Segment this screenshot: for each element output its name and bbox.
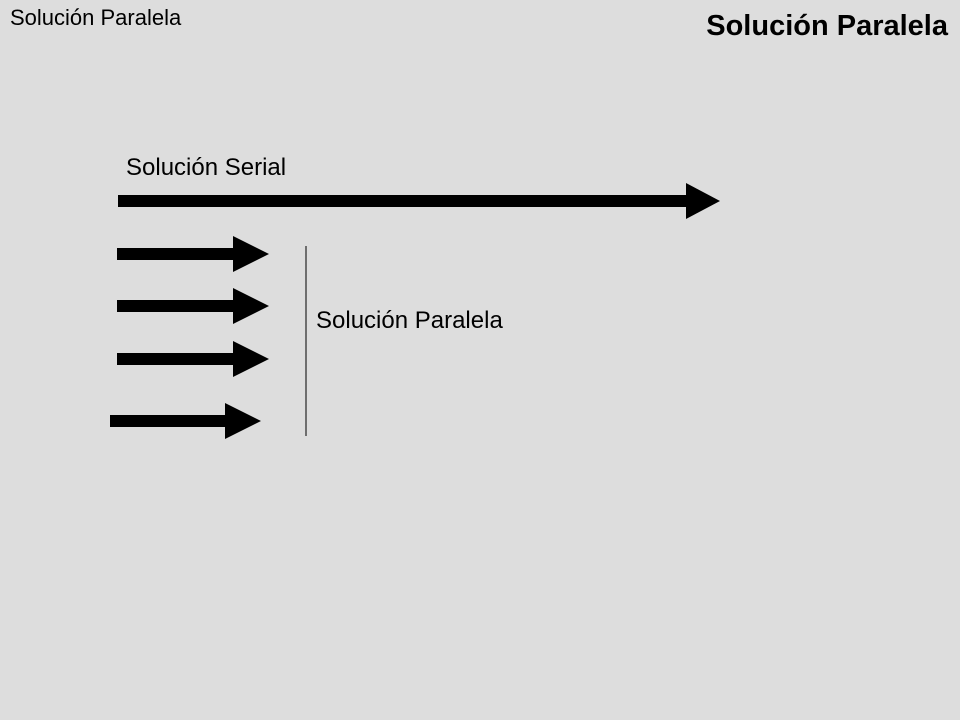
parallel-arrow-4 [110, 403, 261, 439]
serial-arrow [118, 183, 720, 219]
parallel-arrow-4-head [225, 403, 261, 439]
header-title: Solución Paralela [706, 10, 948, 42]
parallel-arrow-2-head [233, 288, 269, 324]
serial-arrow-head [686, 183, 720, 219]
parallel-arrow-1 [117, 236, 269, 272]
header-small-title: Solución Paralela [10, 5, 182, 30]
parallel-arrow-3-head [233, 341, 269, 377]
parallel-label: Solución Paralela [316, 307, 503, 334]
parallel-arrow-3-shaft [117, 353, 235, 365]
parallel-arrow-4-shaft [110, 415, 228, 427]
parallel-arrow-1-shaft [117, 248, 235, 260]
serial-label: Solución Serial [126, 154, 287, 181]
parallel-arrow-2 [117, 288, 269, 324]
parallel-arrow-3 [117, 341, 269, 377]
serial-arrow-shaft [118, 195, 688, 207]
parallel-arrow-1-head [233, 236, 269, 272]
parallel-arrow-2-shaft [117, 300, 235, 312]
